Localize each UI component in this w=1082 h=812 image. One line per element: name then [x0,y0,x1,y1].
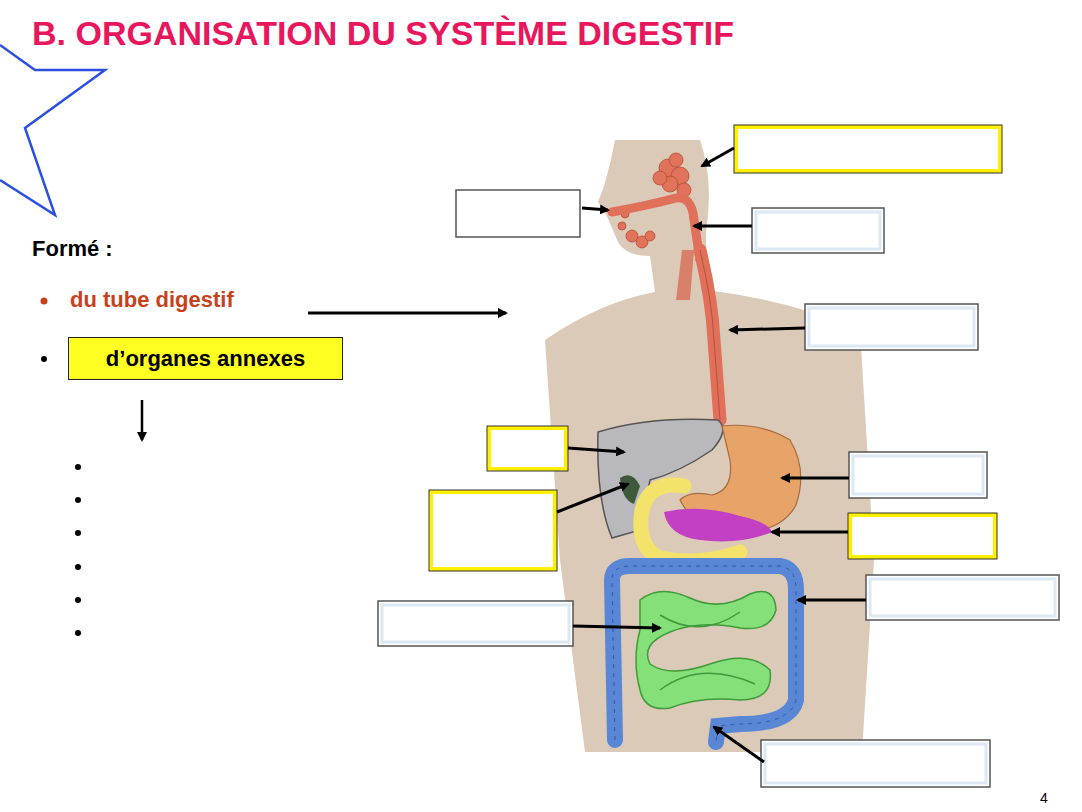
intro-text: Formé : [32,236,113,262]
esophagus [700,250,720,420]
page-number: 4 [1040,790,1048,806]
gall-bladder [620,475,640,504]
leader-arrows [557,148,866,762]
pointer-arrow [308,312,506,315]
star-outline [0,45,105,215]
larynx [676,250,694,300]
bullet [41,298,48,305]
duodenum [641,485,740,561]
small-intestine [636,591,776,708]
colon [612,566,796,742]
bullet-text: du tube digestif [70,287,234,313]
page-title: B. ORGANISATION DU SYSTÈME DIGESTIF [32,14,734,53]
empty-label-boxes [378,125,1059,787]
empty-bullets [75,464,81,636]
pancreas [664,509,772,542]
box-text: d’organes annexes [106,346,305,372]
bullet [41,356,47,362]
down-arrow [141,400,144,440]
highlight-box: d’organes annexes [68,337,343,380]
